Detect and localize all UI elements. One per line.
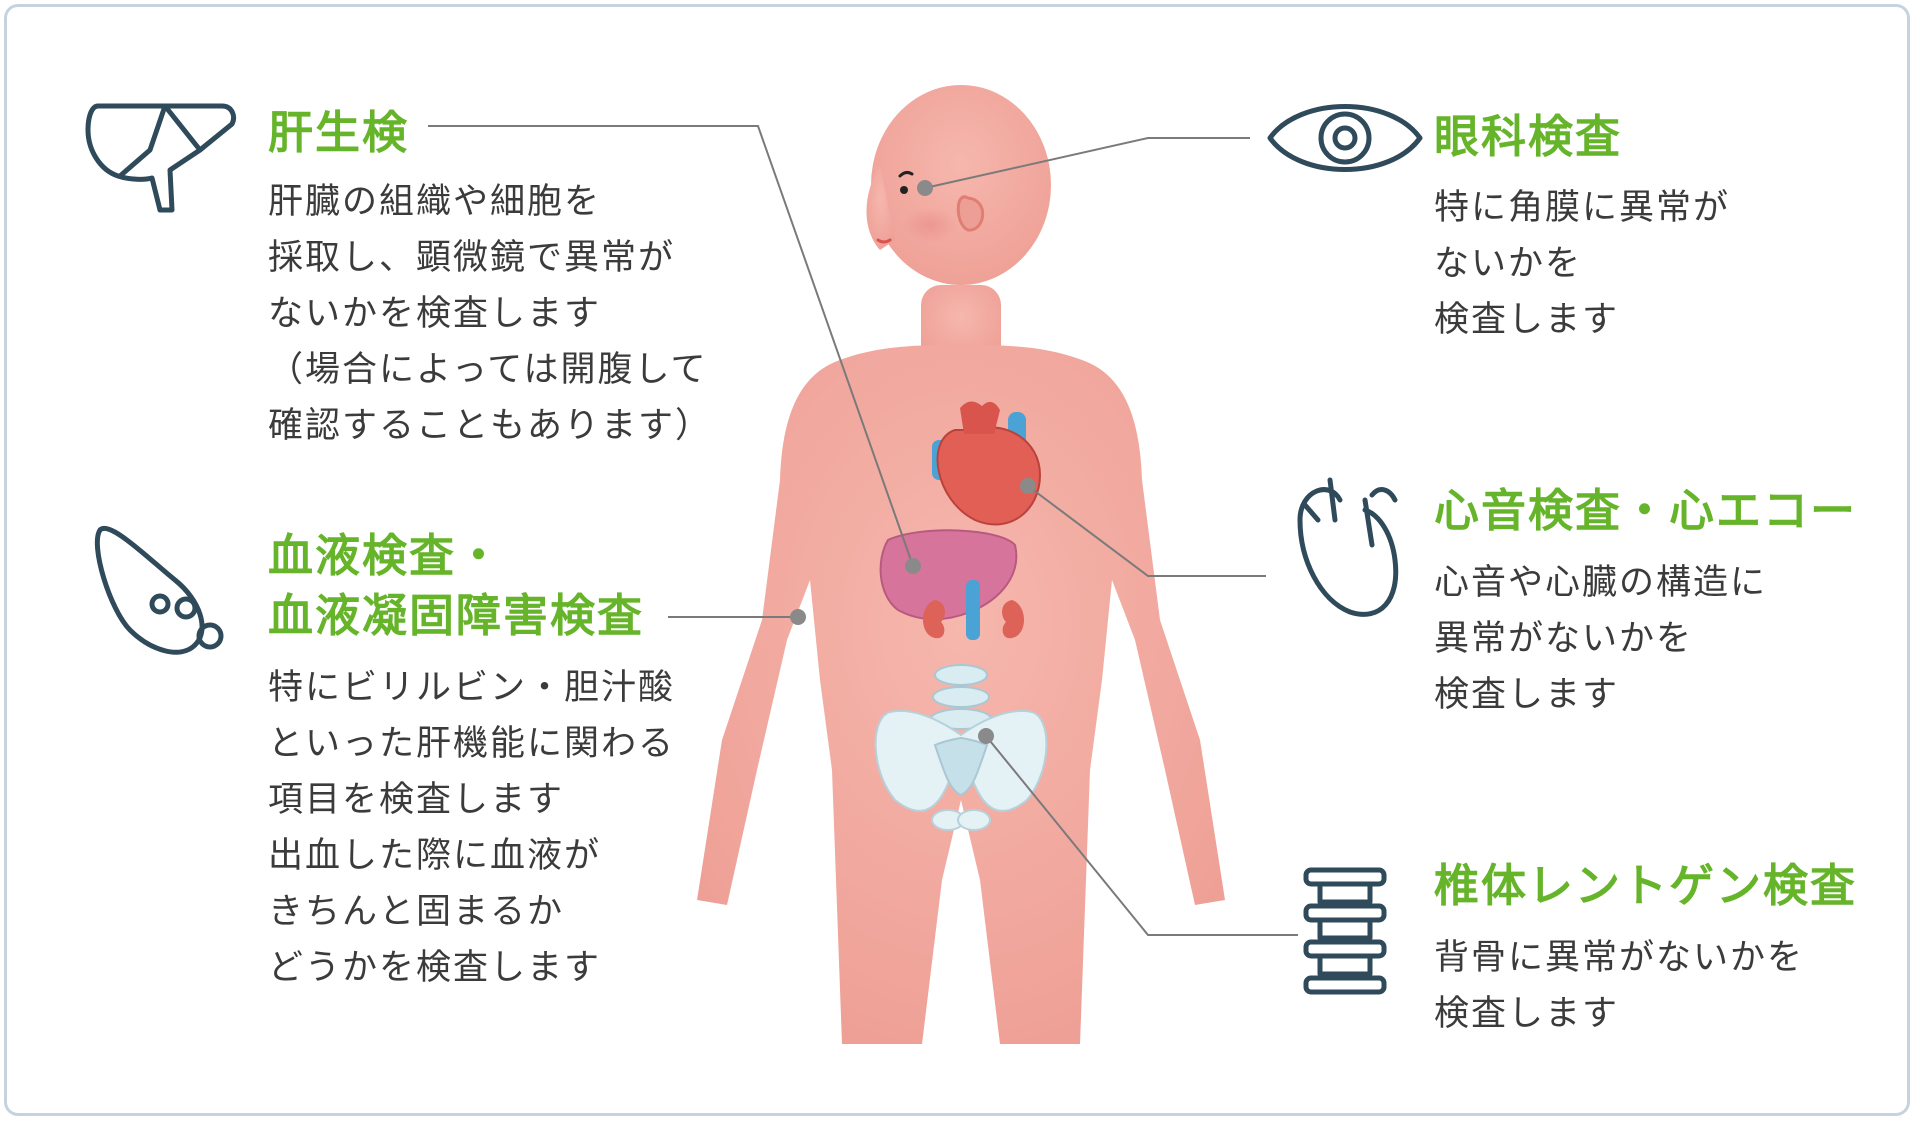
hip-joint-right	[957, 809, 991, 831]
leader-line-eye	[924, 137, 1250, 189]
heart-exam-description: 心音や心臓の構造に 異常がないかを 検査します	[1434, 563, 1768, 715]
liver-icon	[85, 103, 237, 213]
leader-line-heart	[1027, 485, 1266, 577]
lumbar-spine	[930, 664, 992, 730]
leader-dot-eye	[917, 180, 933, 196]
eyebrow	[898, 170, 914, 178]
heart-icon	[1297, 477, 1399, 617]
blood-test-description: 特にビリルビン・胆汁酸 といった肝機能に関わる 項目を検査します 出血した際に血…	[268, 668, 676, 988]
leader-dot-blood	[790, 609, 806, 625]
pelvis-bone	[874, 709, 1048, 812]
leader-line-spine	[985, 735, 1298, 936]
heart-arch	[960, 401, 1000, 434]
leader-lines	[428, 125, 1298, 936]
leader-line-liver	[428, 125, 914, 567]
abdominal-vessel	[966, 580, 980, 640]
neck	[921, 285, 1001, 365]
blood-test-title-line2: 血液凝固障害検査	[268, 589, 645, 642]
head	[871, 85, 1051, 285]
liver-biopsy-title: 肝生検	[268, 106, 410, 159]
face-profile	[866, 165, 895, 250]
eye-exam-title: 眼科検査	[1434, 110, 1623, 163]
kidney-left	[923, 600, 945, 639]
ear	[956, 195, 985, 232]
eye-exam-description: 特に角膜に異常が ないかを 検査します	[1434, 188, 1731, 340]
heart-organ	[936, 426, 1042, 526]
mouth	[876, 238, 892, 244]
sacrum-bone	[933, 736, 989, 797]
leader-dot-liver	[905, 558, 921, 574]
liver-biopsy-description: 肝臓の組織や細胞を 採取し、顕微鏡で異常が ないかを検査します （場合によっては…	[268, 182, 713, 446]
eye-icon	[1267, 104, 1423, 172]
heart-exam-title: 心音検査・心エコー	[1434, 484, 1858, 537]
eye-dot	[900, 186, 908, 194]
kidney-right	[1002, 600, 1024, 639]
spine-icon	[1303, 867, 1387, 995]
leader-dot-spine	[978, 728, 994, 744]
blood-test-title-line1: 血液検査・	[268, 529, 504, 582]
organs	[874, 401, 1048, 831]
spine-xray-description: 背骨に異常がないかを 検査します	[1434, 938, 1805, 1034]
blood-drop-icon	[94, 525, 224, 655]
leader-dots	[790, 180, 1036, 744]
cheek	[902, 207, 958, 243]
leader-dot-heart	[1020, 478, 1036, 494]
spine-xray-title: 椎体レントゲン検査	[1434, 859, 1858, 912]
